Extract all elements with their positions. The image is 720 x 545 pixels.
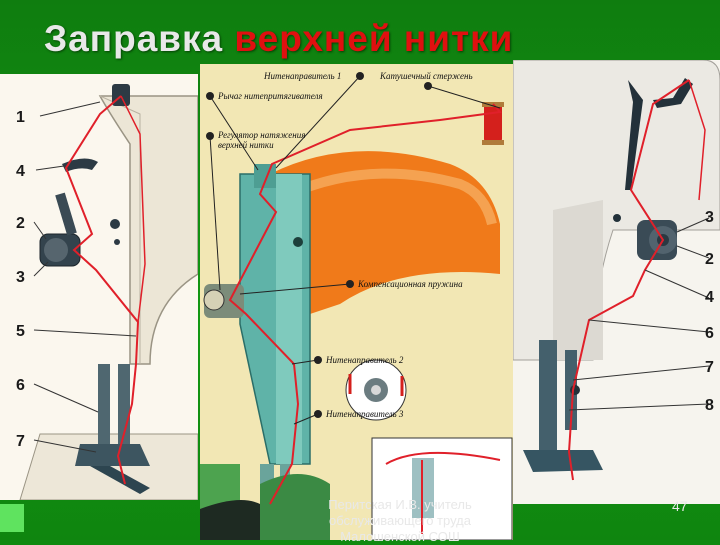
right-label-7: 7: [705, 359, 714, 376]
right-label-6: 6: [705, 325, 714, 342]
right-machine-drawing: 3 2 4 6 7 8: [513, 60, 720, 481]
callout-tension-regulator-1: Регулятор натяжения: [217, 130, 305, 140]
slide-title: Заправка верхней нитки: [44, 18, 513, 60]
callout-take-up-lever: Рычаг нитепритягивателя: [217, 91, 323, 101]
callout-thread-guide-3: Нитенаправитель 3: [325, 409, 404, 419]
center-sewing-machine-diagram: Нитенаправитель 1 Катушечный стержень Ры…: [200, 64, 513, 540]
callout-thread-guide-1: Нитенаправитель 1: [263, 71, 341, 81]
left-label-5: 5: [16, 323, 25, 340]
footer-line-1: Перитская И.В. учитель: [328, 497, 472, 512]
page-number: 47: [672, 498, 688, 514]
right-label-3: 3: [705, 209, 714, 226]
callout-check-spring: Компенсационная пружина: [357, 279, 463, 289]
right-sewing-machine-illustration: 3 2 4 6 7 8: [513, 60, 720, 504]
left-label-4: 4: [16, 163, 25, 180]
left-label-6: 6: [16, 377, 25, 394]
footer-accent-square: [0, 504, 24, 532]
right-label-4: 4: [705, 289, 714, 306]
title-part-2: верхней нитки: [234, 18, 514, 59]
footer-line-3: Малошенской СОШ: [340, 529, 460, 544]
callout-tension-regulator-2: верхней нитки: [218, 140, 274, 150]
left-machine-drawing: 1 4 2 3 5 6 7: [16, 84, 198, 500]
footer-author: Перитская И.В. учитель обслуживающего тр…: [300, 497, 500, 545]
footer-line-2: обслуживающего труда: [329, 513, 471, 528]
left-label-3: 3: [16, 269, 25, 286]
right-label-2: 2: [705, 251, 714, 268]
center-machine-drawing: Нитенаправитель 1 Катушечный стержень Ры…: [200, 71, 513, 540]
left-label-7: 7: [16, 433, 25, 450]
callout-thread-guide-2: Нитенаправитель 2: [325, 355, 404, 365]
callout-spool-pin: Катушечный стержень: [379, 71, 473, 81]
left-label-2: 2: [16, 215, 25, 232]
left-sewing-machine-illustration: 1 4 2 3 5 6 7: [0, 74, 198, 500]
right-label-8: 8: [705, 397, 714, 414]
left-label-1: 1: [16, 109, 25, 126]
title-part-1: Заправка: [44, 18, 224, 59]
